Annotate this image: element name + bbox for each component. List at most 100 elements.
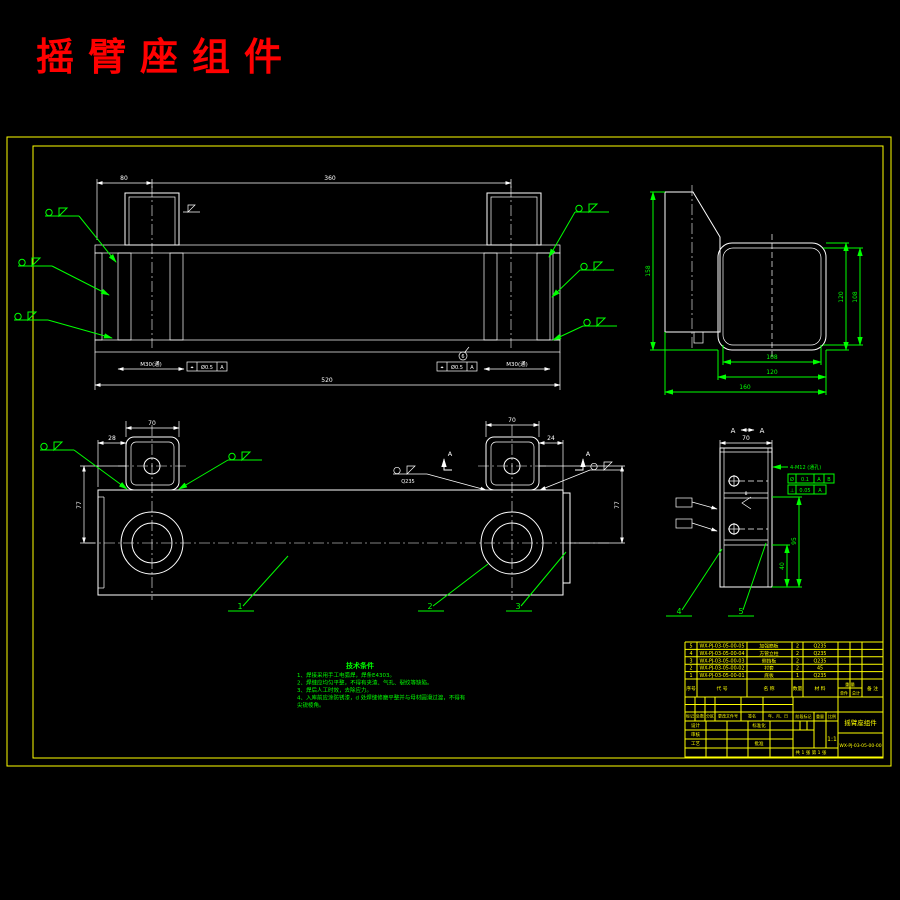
front-tolerance-frames: ⌖ Ø0.5 A ⌖ Ø0.5 A bbox=[186, 361, 478, 372]
bom-no: 2 bbox=[689, 666, 692, 672]
fcf1-value: 0.1 bbox=[801, 477, 809, 483]
front-geometry bbox=[94, 186, 561, 361]
bom-mat: Q235 bbox=[814, 658, 827, 664]
tb-part-name: 摇臂座组件 bbox=[844, 718, 877, 727]
tb-scale-label: 比例 bbox=[828, 713, 836, 719]
tb-drawing-number: WX-PJ-03-05-00-00 bbox=[839, 743, 881, 749]
aa-geometry: 8 70 bbox=[675, 435, 773, 588]
fcf2-value: 0.05 bbox=[799, 488, 810, 494]
balloon-1: 1 bbox=[237, 602, 242, 611]
dim-section-width: 70 bbox=[742, 435, 750, 442]
dim-bottom-3: 160 bbox=[739, 384, 751, 391]
bom-h-total: 总计 bbox=[852, 690, 860, 696]
note-line-5: 尖锐棱角。 bbox=[297, 701, 325, 709]
note-line-1: 1、焊接采用手工电弧焊，焊条E4303。 bbox=[297, 671, 395, 679]
fcf2-datum: A bbox=[818, 488, 822, 494]
fcf-symbol: ⌖ bbox=[190, 365, 193, 371]
thread-hole-note: 4-M12 (通孔) bbox=[790, 464, 821, 471]
plan-weld-callouts: Q235 bbox=[39, 441, 625, 491]
aa-title: A A bbox=[731, 427, 765, 435]
tb-process: 工艺 bbox=[691, 741, 700, 747]
dim-vertical-right: 77 bbox=[614, 501, 621, 509]
fcf1-datum2: B bbox=[827, 477, 831, 483]
technical-notes: 技术条件 1、焊接采用手工电弧焊，焊条E4303。 2、焊缝应均匀平整，不得有夹… bbox=[297, 661, 466, 709]
bom-mat: Q235 bbox=[814, 673, 827, 679]
fcf-frame-1 bbox=[787, 473, 835, 484]
hole-dia-label: 8 bbox=[745, 491, 748, 497]
bom-name: 衬套 bbox=[764, 665, 774, 672]
balloon-2: 2 bbox=[427, 602, 432, 611]
aa-section-view: A A 8 bbox=[666, 427, 835, 617]
notes-header: 技术条件 bbox=[346, 661, 374, 670]
fcf-datum: A bbox=[220, 365, 224, 371]
bom-qty: 1 bbox=[796, 673, 799, 679]
weld-circle-mark bbox=[458, 351, 468, 361]
weld-tick bbox=[183, 204, 200, 213]
bom-code: WX-PJ-03-05-00-05 bbox=[700, 644, 745, 650]
bom-qty: 2 bbox=[796, 658, 799, 664]
bom-no: 1 bbox=[689, 673, 692, 679]
thread-callout-left: M30(通) bbox=[140, 360, 162, 368]
bom-mat: Q235 bbox=[814, 651, 827, 657]
tb-rev-docno: 更改文件号 bbox=[718, 713, 738, 719]
note-line-2: 2、焊缝应均匀平整，不得有夹渣、气孔、裂纹等缺陷。 bbox=[297, 679, 433, 687]
dim-edge-right: 24 bbox=[547, 435, 555, 442]
bom-header: 序号 代 号 名 称 数量 材 料 重 量 单件 总计 备 注 bbox=[686, 681, 878, 696]
bom-name: 加强筋板 bbox=[759, 643, 778, 650]
bom-h-no: 序号 bbox=[686, 685, 696, 692]
bom-h-remark: 备 注 bbox=[867, 685, 878, 692]
dim-section-h1: 95 bbox=[791, 537, 798, 545]
side-view: 158 120 108 108 120 160 bbox=[645, 185, 863, 395]
front-dimensions: 80 360 520 M30(通) M30(通) 6 bbox=[94, 175, 561, 390]
bom-h-qty: 数量 bbox=[793, 685, 803, 692]
tb-approve: 批准 bbox=[755, 740, 764, 747]
tb-standard: 标准化 bbox=[752, 722, 766, 729]
bom-row-5: 5 WX-PJ-03-05-00-05 加强筋板 2 Q235 bbox=[689, 643, 826, 650]
dim-tube-inner: 108 bbox=[852, 291, 859, 303]
bom-code: WX-PJ-03-05-00-04 bbox=[700, 651, 745, 657]
note-line-4: 4、入库前应涂防锈漆，d 处焊缝修磨平整并与母材圆滑过渡，不得有 bbox=[297, 694, 466, 702]
dim-boss1-width: 70 bbox=[148, 420, 156, 427]
fcf-datum: A bbox=[470, 365, 474, 371]
bom-name: 方管立柱 bbox=[759, 650, 778, 657]
dim-top-span: 360 bbox=[324, 175, 336, 182]
fcf-value: Ø0.5 bbox=[451, 364, 463, 371]
bom-rows: 5 WX-PJ-03-05-00-05 加强筋板 2 Q235 4 WX-PJ-… bbox=[689, 643, 826, 680]
fcf2-symbol: ⊥ bbox=[790, 488, 794, 494]
sheet-frame bbox=[6, 136, 892, 767]
plan-geometry bbox=[85, 425, 610, 600]
tb-sheet-count: 共 1 张 第 1 张 bbox=[796, 749, 827, 756]
plan-dimensions: 70 28 77 70 24 77 bbox=[76, 417, 625, 544]
fcf-value: Ø0.5 bbox=[201, 364, 213, 371]
section-title-right: A bbox=[760, 427, 765, 435]
bom-mat: 45 bbox=[817, 666, 823, 672]
section-label-left: A bbox=[448, 450, 453, 458]
title-block: 标记 处数 分区 更改文件号 签名 年、月、日 设计 标准化 审核 工艺 批准 … bbox=[684, 696, 884, 758]
dim-tube-outer: 120 bbox=[838, 291, 845, 303]
balloon-3: 3 bbox=[515, 602, 520, 611]
bom-no: 5 bbox=[689, 644, 692, 650]
drawing-title: 摇臂座组件 bbox=[36, 37, 297, 79]
dim-top-left: 80 bbox=[120, 175, 128, 182]
dim-bottom-2: 120 bbox=[766, 369, 778, 376]
front-weld-symbols bbox=[13, 203, 618, 341]
plan-section-marks: A A bbox=[441, 450, 591, 471]
fcf1-symbol: Ø bbox=[790, 476, 794, 483]
thread-callout-right: M30(通) bbox=[506, 360, 528, 368]
fcf-frame-2 bbox=[787, 484, 827, 495]
bom-h-weight: 重 量 bbox=[845, 681, 855, 688]
bom-row-2: 2 WX-PJ-03-05-00-02 衬套 2 45 bbox=[689, 665, 823, 672]
name-area: 摇臂座组件 WX-PJ-03-05-00-00 bbox=[839, 718, 881, 749]
tb-weight-label: 重量 bbox=[816, 713, 824, 719]
bom-qty: 2 bbox=[796, 651, 799, 657]
revision-row: 标记 处数 分区 更改文件号 签名 年、月、日 bbox=[686, 713, 788, 719]
fcf1-datum1: A bbox=[817, 477, 821, 483]
dim-bottom-1: 108 bbox=[766, 354, 778, 361]
plan-balloons: 1 2 3 bbox=[228, 551, 567, 612]
bom-h-name: 名 称 bbox=[763, 685, 774, 692]
tb-rev-sign: 签名 bbox=[748, 713, 756, 719]
section-title-left: A bbox=[731, 427, 736, 435]
bom-code: WX-PJ-03-05-00-03 bbox=[700, 658, 745, 664]
bom-code: WX-PJ-03-05-00-01 bbox=[700, 673, 745, 679]
tb-rev-mark: 标记 bbox=[686, 713, 694, 719]
